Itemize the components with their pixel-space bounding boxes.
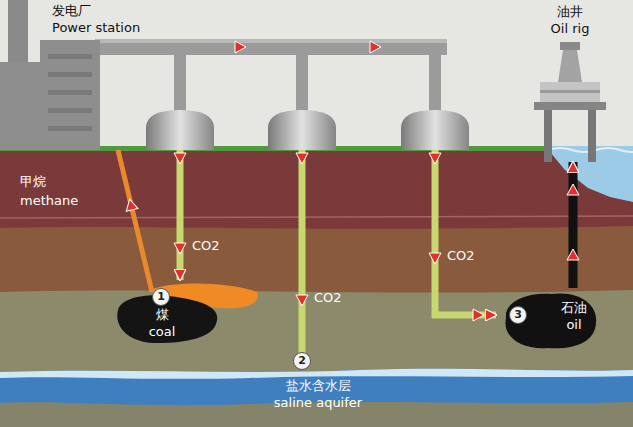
- node-label: coal: [149, 324, 176, 341]
- injection-dome: [268, 110, 336, 150]
- text-block: 石油oil: [552, 300, 596, 334]
- flow-arrow: [124, 198, 138, 211]
- flow-arrow: [429, 153, 441, 164]
- saline-aquifer: 盐水含水层saline aquifer: [0, 366, 633, 427]
- flow-label: CO2: [192, 238, 220, 255]
- coal-seam-shape: [112, 280, 262, 346]
- manifold-pipe: [95, 39, 447, 55]
- node-label: 煤: [156, 307, 169, 324]
- co2-pipe: [150, 47, 496, 315]
- node-label: 油井: [557, 4, 583, 21]
- drop-pipe: [429, 55, 441, 115]
- flow-arrow: [174, 153, 186, 164]
- text-block: 发电厂Power station: [52, 3, 148, 37]
- methane-pipe: [118, 150, 152, 292]
- node-label: oil: [566, 317, 581, 334]
- callout-number: 3: [509, 306, 527, 324]
- injection-dome: [146, 110, 214, 150]
- sky: [0, 0, 633, 150]
- oil-pipe: [569, 162, 578, 288]
- drop-pipe: [174, 55, 186, 115]
- top-soil: [0, 148, 633, 230]
- oil-rig: 油井Oil rig: [526, 2, 614, 162]
- rock-layer: [0, 226, 633, 294]
- flow-arrow: [473, 309, 484, 321]
- drop-pipe: [296, 55, 308, 115]
- node-label: Oil rig: [551, 21, 590, 38]
- callout-number: 1: [152, 288, 170, 306]
- node-label: 盐水含水层: [286, 378, 351, 395]
- methane-label: 甲烷: [20, 174, 46, 191]
- flow-label: CO2: [314, 290, 342, 307]
- coal-seam: 煤coal: [112, 280, 262, 346]
- methane-label: methane: [20, 193, 78, 210]
- text-block: 盐水含水层saline aquifer: [248, 378, 388, 412]
- flow-arrow: [296, 295, 308, 306]
- callout-number: 2: [293, 352, 311, 370]
- node-label: Power station: [52, 20, 140, 37]
- flow-arrow: [174, 243, 186, 254]
- text-block: 油井Oil rig: [526, 4, 614, 38]
- rock-layer: [0, 290, 633, 374]
- node-label: 石油: [561, 300, 587, 317]
- flow-arrow: [567, 184, 579, 195]
- node-label: saline aquifer: [274, 395, 362, 412]
- flow-label: CO2: [447, 248, 475, 265]
- power-station: 发电厂Power station: [0, 0, 150, 150]
- layer-line: [0, 216, 633, 218]
- manifold-highlight: [95, 39, 447, 43]
- flow-arrow: [235, 41, 246, 53]
- flow-arrow: [296, 153, 308, 164]
- flow-arrow: [567, 249, 579, 260]
- flow-arrow: [370, 41, 381, 53]
- text-block: 煤coal: [132, 307, 192, 341]
- injection-dome: [401, 110, 469, 150]
- flow-arrow: [429, 253, 441, 264]
- node-label: 发电厂: [52, 3, 91, 20]
